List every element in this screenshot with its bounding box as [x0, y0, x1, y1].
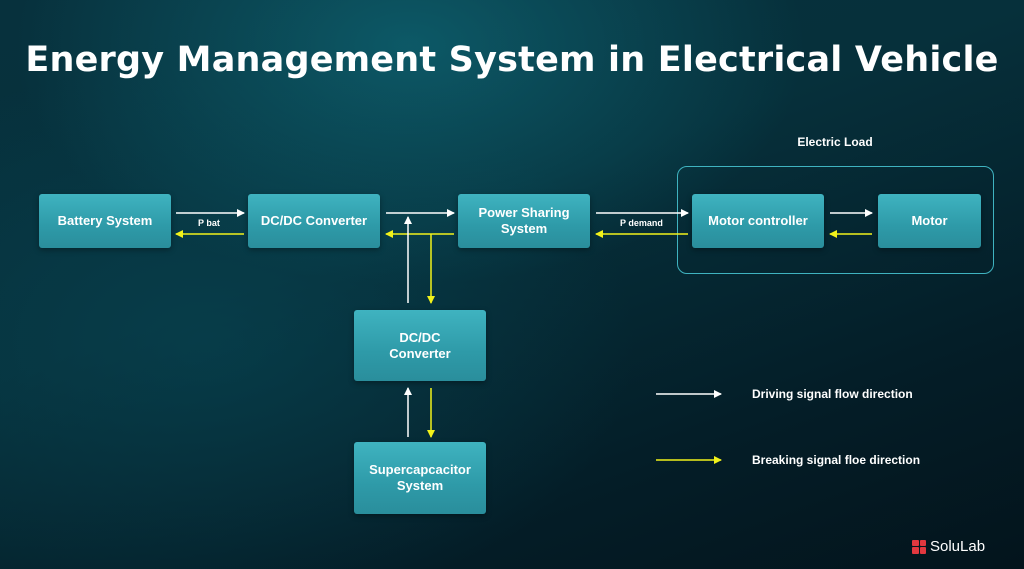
electric-load-group — [677, 166, 994, 274]
electric-load-label: Electric Load — [797, 135, 873, 149]
power-sharing-system-box: Power Sharing System — [458, 194, 590, 248]
p-bat-label: P bat — [198, 218, 220, 228]
solulab-logo: SoluLab — [912, 538, 985, 555]
solulab-logo-icon — [912, 539, 926, 554]
legend-breaking-text: Breaking signal floe direction — [752, 453, 921, 467]
diagram-title: Energy Management System in Electrical V… — [25, 40, 999, 80]
battery-system-box: Battery System — [39, 194, 171, 248]
legend-driving-text: Driving signal flow direction — [752, 387, 913, 401]
dcdc-converter-bottom-box: DC/DC Converter — [354, 310, 486, 381]
supercapacitor-system-box: Supercapcacitor System — [354, 442, 486, 514]
dcdc-converter-top-box: DC/DC Converter — [248, 194, 380, 248]
p-demand-label: P demand — [620, 218, 663, 228]
motor-box: Motor — [878, 194, 981, 248]
motor-controller-box: Motor controller — [692, 194, 824, 248]
solulab-logo-text: SoluLab — [930, 538, 986, 555]
